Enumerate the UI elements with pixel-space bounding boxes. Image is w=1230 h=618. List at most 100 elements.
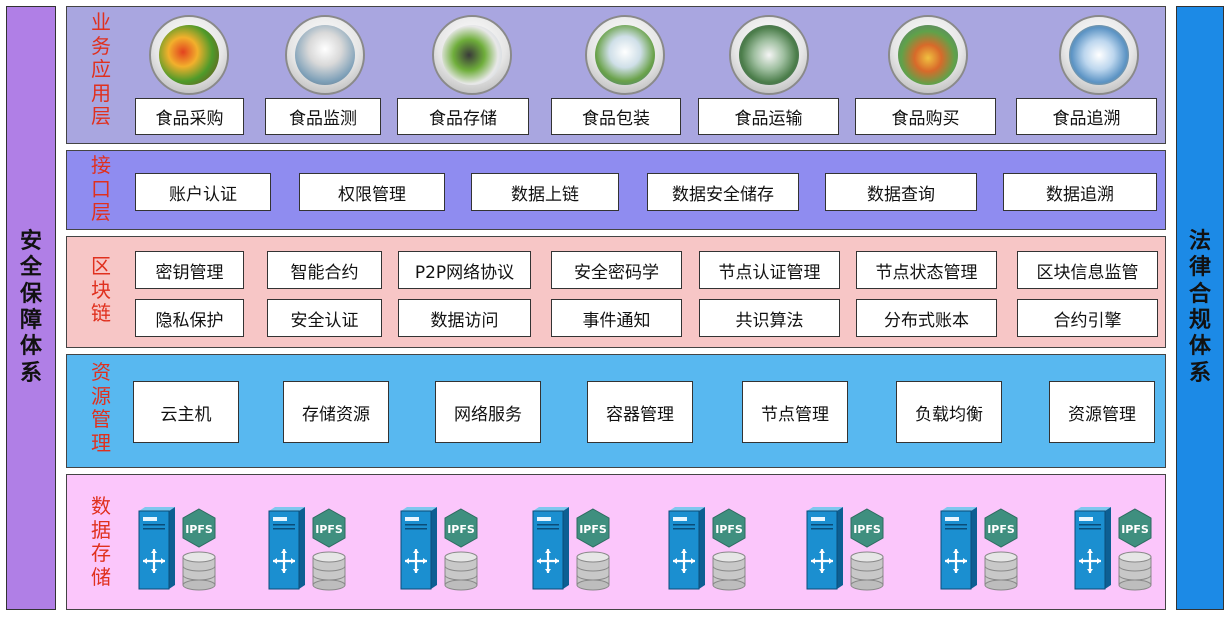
lab-inspection-photo-icon (295, 25, 355, 85)
server-icon (1074, 507, 1111, 590)
api-item-trace: 数据追溯 (1003, 173, 1157, 211)
ipfs-hexagon-icon: IPFS (1118, 508, 1152, 548)
app-item-storage: 食品存储 (397, 98, 529, 135)
server-icon (668, 507, 705, 590)
storage-layer-title: 数据存储 (91, 494, 111, 589)
app-photo-frame-2 (285, 15, 365, 95)
app-item-package: 食品包装 (551, 98, 681, 135)
interface-layer: 接口层 账户认证 权限管理 数据上链 数据安全储存 数据查询 数据追溯 (66, 150, 1166, 230)
ipfs-label: IPFS (579, 523, 607, 536)
app-item-traceability: 食品追溯 (1016, 98, 1157, 135)
resource-layer-title: 资源管理 (91, 360, 111, 455)
app-photo-frame-5 (729, 15, 809, 95)
app-photo-frame-7 (1059, 15, 1139, 95)
res-item-resource-mgmt: 资源管理 (1049, 381, 1155, 443)
produce-photo-icon (159, 25, 219, 85)
res-item-cloud-host: 云主机 (133, 381, 239, 443)
res-item-load-balance: 负载均衡 (896, 381, 1002, 443)
packing-workers-photo-icon (595, 25, 655, 85)
chain-item-data-access: 数据访问 (398, 299, 531, 337)
ipfs-hexagon-icon: IPFS (312, 508, 346, 548)
chain-item-contract-engine: 合约引擎 (1017, 299, 1158, 337)
database-icon (444, 551, 478, 591)
chain-item-node-auth: 节点认证管理 (699, 251, 840, 289)
server-icon (400, 507, 437, 590)
scanner-trace-photo-icon (1069, 25, 1129, 85)
chain-item-ledger: 分布式账本 (856, 299, 997, 337)
delivery-truck-photo-icon (739, 25, 799, 85)
chain-item-security-auth: 安全认证 (267, 299, 382, 337)
market-shopping-photo-icon (898, 25, 958, 85)
chain-item-consensus: 共识算法 (699, 299, 840, 337)
ipfs-hexagon-icon: IPFS (576, 508, 610, 548)
ipfs-label: IPFS (1121, 523, 1149, 536)
res-item-network: 网络服务 (435, 381, 541, 443)
server-icon (268, 507, 305, 590)
res-item-storage: 存储资源 (283, 381, 389, 443)
ipfs-hexagon-icon: IPFS (712, 508, 746, 548)
chain-item-node-status: 节点状态管理 (856, 251, 997, 289)
ipfs-hexagon-icon: IPFS (182, 508, 216, 548)
chain-item-event-notify: 事件通知 (551, 299, 682, 337)
blockchain-layer: 区块链 密钥管理 智能合约 P2P网络协议 安全密码学 节点认证管理 节点状态管… (66, 236, 1166, 348)
app-item-transport: 食品运输 (698, 98, 839, 135)
blockchain-layer-title: 区块链 (91, 254, 111, 326)
business-layer-title: 业务应用层 (91, 10, 111, 129)
storage-node-6: IPFS (803, 505, 891, 591)
security-system-label: 安全保障体系 (19, 228, 42, 386)
storage-node-5: IPFS (665, 505, 753, 591)
storage-node-4: IPFS (529, 505, 617, 591)
business-application-layer: 业务应用层 食品采购 食品监测 食品存储 食品包装 食品运输 食品购买 食品追溯 (66, 6, 1166, 144)
data-storage-layer: 数据存储 IPFS IPFS IPFS IPFS IPFS IPFS IPFS IPFS (66, 474, 1166, 610)
database-icon (576, 551, 610, 591)
ipfs-label: IPFS (715, 523, 743, 536)
chain-item-key-mgmt: 密钥管理 (135, 251, 244, 289)
res-item-node: 节点管理 (742, 381, 848, 443)
storage-node-3: IPFS (397, 505, 485, 591)
res-item-container: 容器管理 (587, 381, 693, 443)
app-photo-frame-4 (585, 15, 665, 95)
database-icon (984, 551, 1018, 591)
server-icon (806, 507, 843, 590)
chain-item-block-monitor: 区块信息监管 (1017, 251, 1158, 289)
chain-item-p2p: P2P网络协议 (398, 251, 531, 289)
app-item-purchase: 食品采购 (135, 98, 244, 135)
chain-item-cryptography: 安全密码学 (551, 251, 682, 289)
ipfs-label: IPFS (987, 523, 1015, 536)
server-icon (138, 507, 175, 590)
ipfs-label: IPFS (447, 523, 475, 536)
ipfs-hexagon-icon: IPFS (850, 508, 884, 548)
chain-item-smart-contract: 智能合约 (267, 251, 382, 289)
database-icon (850, 551, 884, 591)
security-system-bar: 安全保障体系 (6, 6, 56, 610)
server-icon (532, 507, 569, 590)
api-item-permission: 权限管理 (299, 173, 445, 211)
storage-node-1: IPFS (135, 505, 223, 591)
ipfs-label: IPFS (315, 523, 343, 536)
database-icon (182, 551, 216, 591)
api-item-account-auth: 账户认证 (135, 173, 271, 211)
storage-node-2: IPFS (265, 505, 353, 591)
chain-item-privacy: 隐私保护 (135, 299, 244, 337)
interface-layer-title: 接口层 (91, 153, 111, 225)
api-item-secure-storage: 数据安全储存 (647, 173, 799, 211)
ipfs-hexagon-icon: IPFS (444, 508, 478, 548)
storage-node-8: IPFS (1071, 505, 1159, 591)
api-item-query: 数据查询 (825, 173, 977, 211)
legal-compliance-bar: 法律合规体系 (1176, 6, 1224, 610)
server-icon (940, 507, 977, 590)
database-icon (712, 551, 746, 591)
app-photo-frame-6 (888, 15, 968, 95)
database-icon (1118, 551, 1152, 591)
storage-node-7: IPFS (937, 505, 1025, 591)
ipfs-hexagon-icon: IPFS (984, 508, 1018, 548)
app-photo-frame-3 (432, 15, 512, 95)
qr-phone-photo-icon (442, 25, 502, 85)
api-item-upload-chain: 数据上链 (471, 173, 619, 211)
legal-compliance-label: 法律合规体系 (1188, 228, 1211, 386)
ipfs-label: IPFS (185, 523, 213, 536)
app-photo-frame-1 (149, 15, 229, 95)
resource-management-layer: 资源管理 云主机 存储资源 网络服务 容器管理 节点管理 负载均衡 资源管理 (66, 354, 1166, 468)
database-icon (312, 551, 346, 591)
ipfs-label: IPFS (853, 523, 881, 536)
